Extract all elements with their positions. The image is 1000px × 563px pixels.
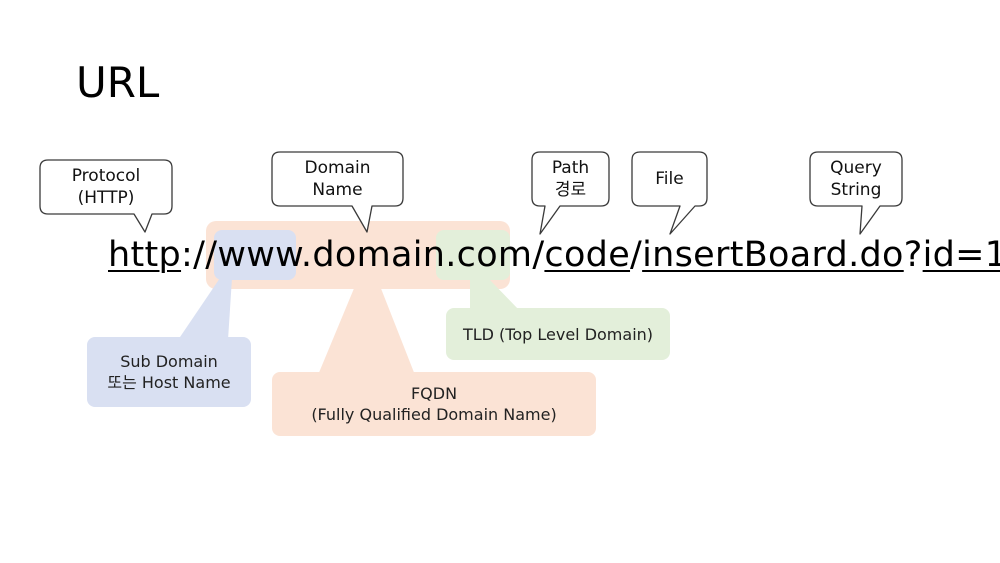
url-tld: com bbox=[456, 235, 533, 275]
url-protocol: http bbox=[108, 235, 182, 275]
fqdn-label: FQDN (Fully Qualified Domain Name) bbox=[311, 384, 557, 424]
subdomain-pointer bbox=[178, 278, 232, 340]
url-slash: / bbox=[630, 235, 643, 275]
path-callout bbox=[531, 151, 610, 235]
tld-label: TLD (Top Level Domain) bbox=[462, 325, 654, 344]
path-callout-text: Path 경로 bbox=[551, 158, 590, 200]
fqdn-pointer bbox=[318, 286, 415, 375]
protocol-callout-text: Protocol (HTTP) bbox=[71, 166, 141, 208]
subdomain-highlight bbox=[214, 230, 296, 280]
url-text: http://www.domain.com/code/insertBoard.d… bbox=[108, 234, 1000, 276]
fqdn-box bbox=[272, 372, 596, 436]
url-domain: domain bbox=[312, 235, 446, 275]
query-callout bbox=[809, 151, 903, 235]
protocol-callout bbox=[39, 159, 173, 233]
domain-name-callout-text: Domain Name bbox=[304, 158, 371, 200]
file-callout-text: File bbox=[655, 169, 684, 189]
url-query-mark: ? bbox=[903, 235, 923, 275]
url-path: code bbox=[544, 235, 631, 275]
url-subdomain: www bbox=[217, 235, 301, 275]
subdomain-label: Sub Domain 또는 Host Name bbox=[107, 352, 231, 392]
query-callout-text: Query String bbox=[830, 158, 882, 200]
tld-box bbox=[446, 308, 670, 360]
url-query: id=1 bbox=[922, 235, 1000, 275]
file-callout bbox=[631, 151, 708, 235]
url-slash: / bbox=[532, 235, 545, 275]
domain-name-callout bbox=[271, 151, 404, 233]
tld-pointer bbox=[470, 278, 520, 311]
url-dot: . bbox=[445, 235, 457, 275]
tld-highlight bbox=[436, 230, 510, 280]
subdomain-box bbox=[87, 337, 251, 407]
url-dot: . bbox=[300, 235, 313, 275]
page-title: URL bbox=[76, 58, 160, 107]
url-scheme-separator: :// bbox=[181, 235, 218, 275]
url-file: insertBoard.do bbox=[642, 235, 904, 275]
